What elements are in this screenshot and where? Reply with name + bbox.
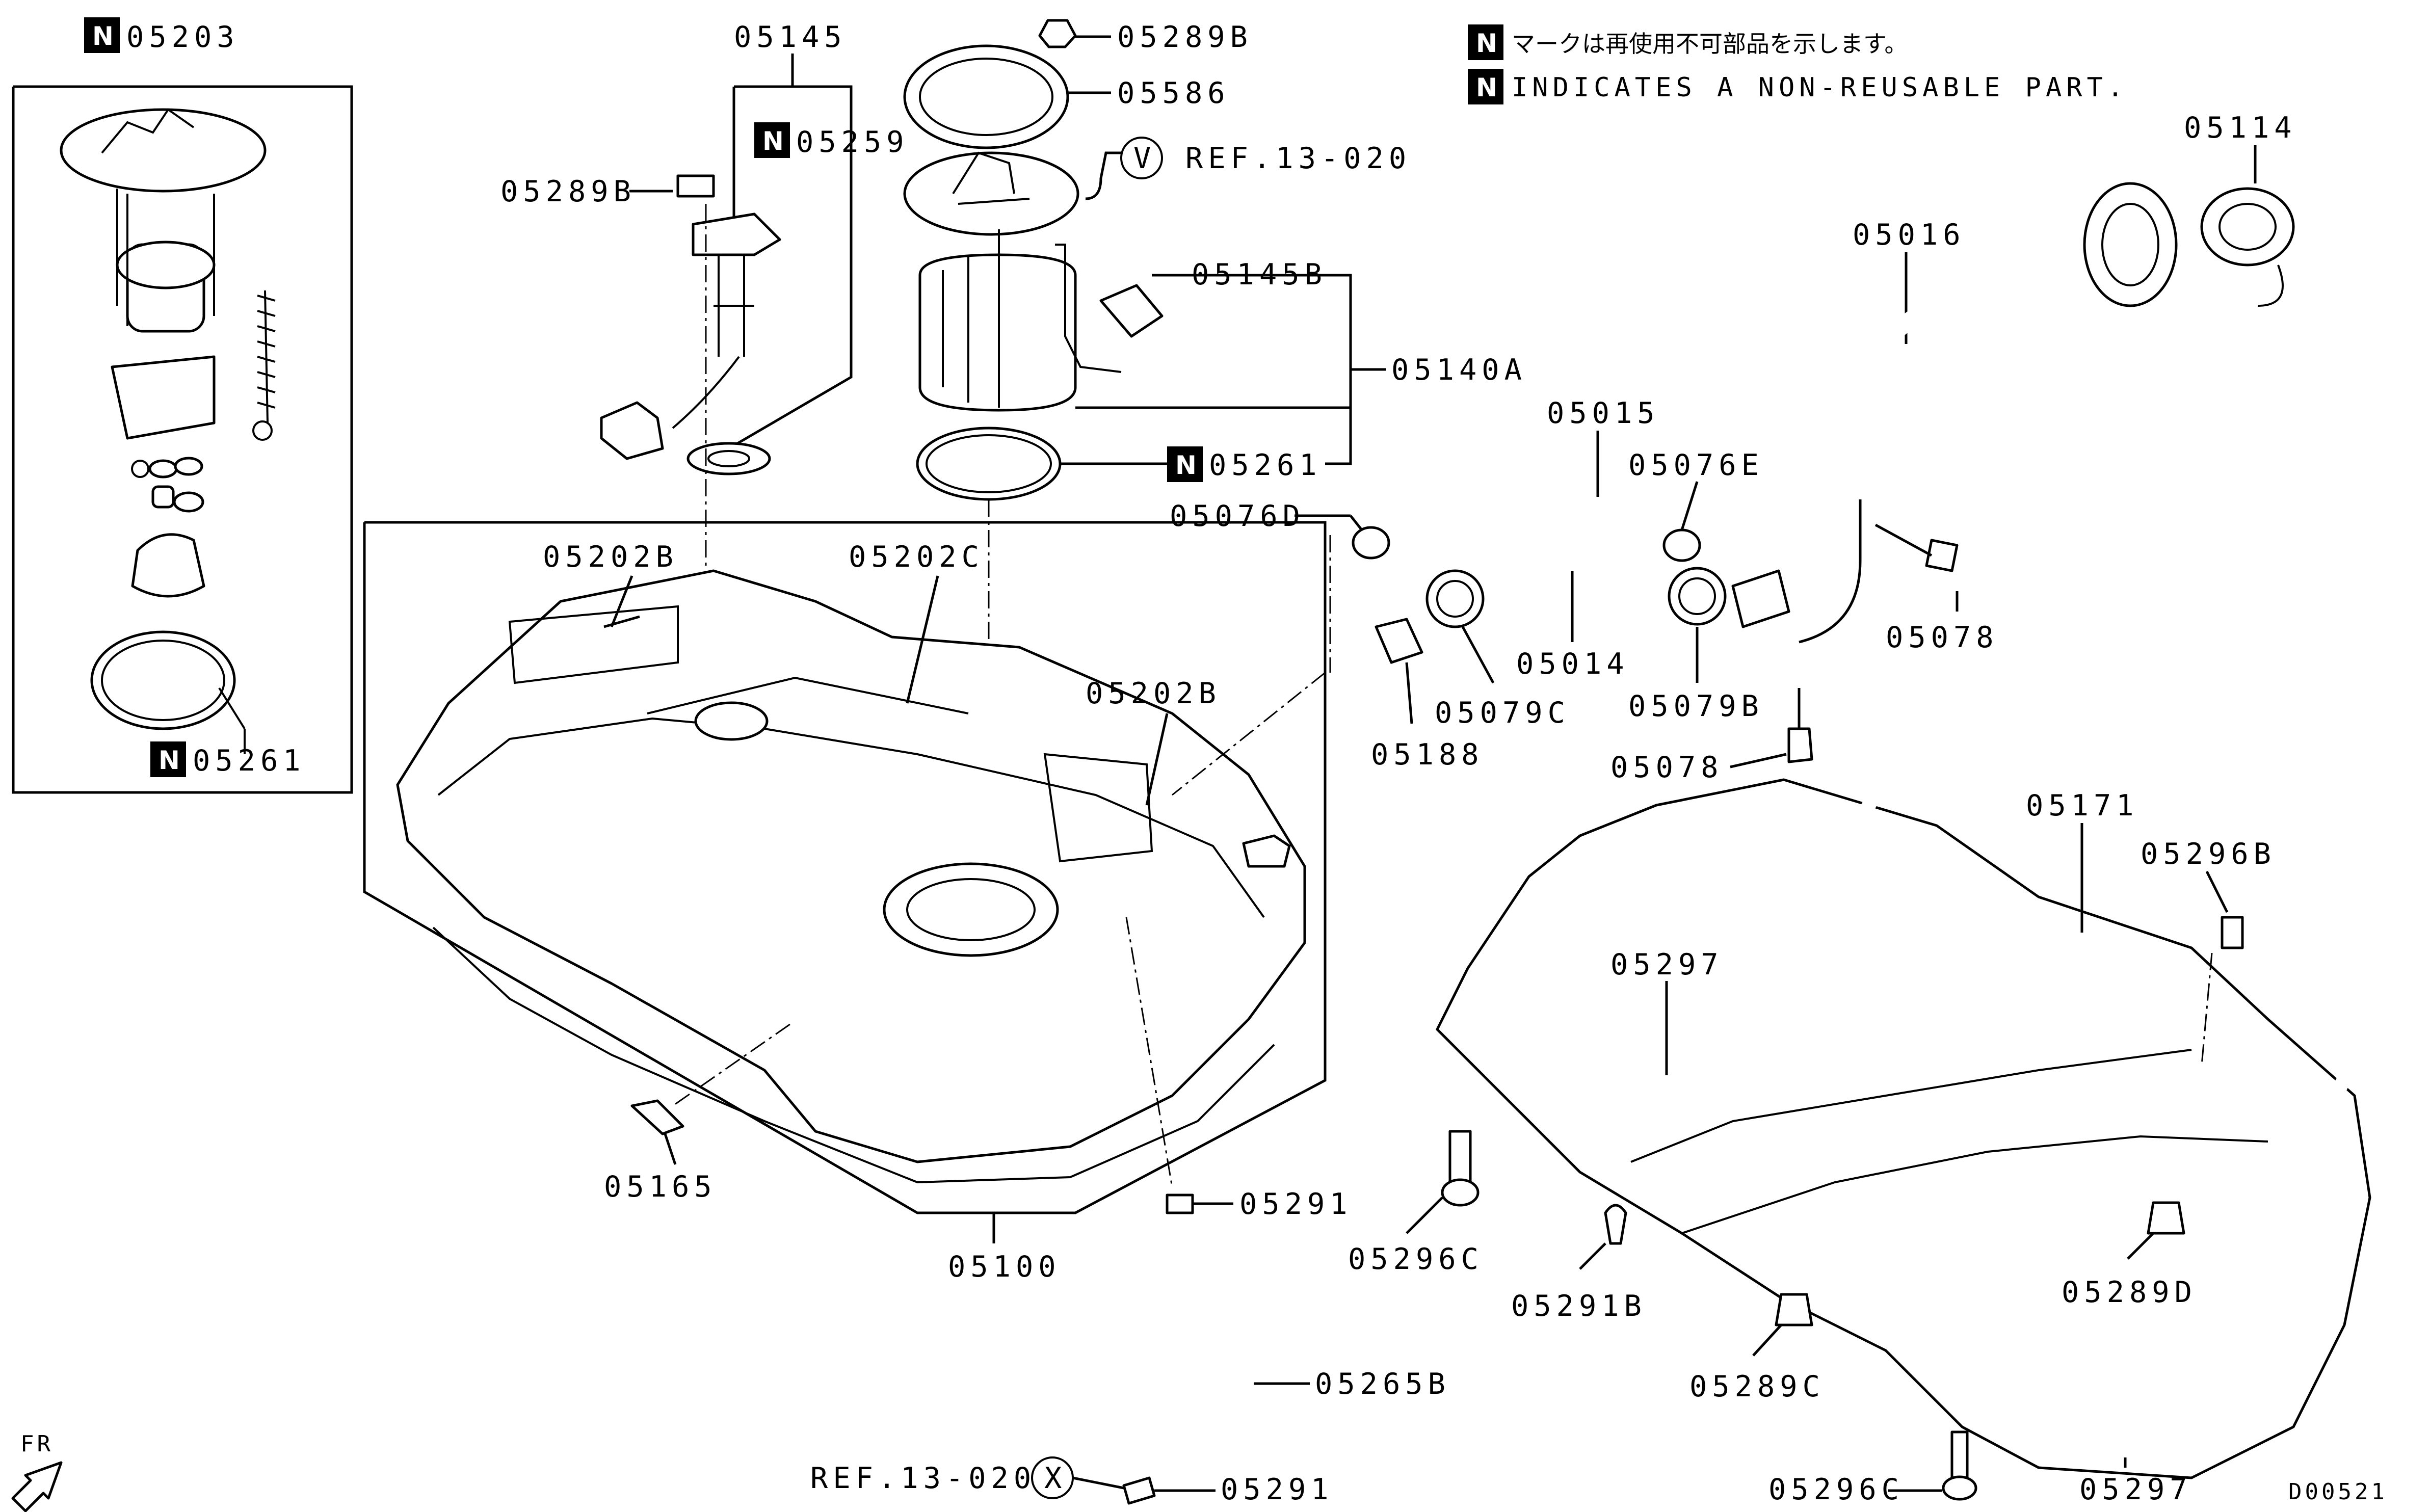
label-05259: 05259: [796, 125, 909, 159]
n-marker-icon: [150, 741, 186, 777]
label-05261-mid: 05261: [1209, 448, 1322, 482]
label-05165: 05165: [604, 1170, 717, 1204]
label-ref-x: REF.13-020: [810, 1462, 1036, 1495]
ref-x-circle: [1031, 1456, 1074, 1499]
part-lower-fasteners: 05296C 05291B 05289C 05289D 05296C: [1348, 1130, 2197, 1506]
label-05014: 05014: [1516, 647, 1629, 681]
label-05171: 05171: [2026, 789, 2139, 823]
ref-v-circle: [1120, 137, 1163, 179]
label-05296C-low: 05296C: [1768, 1473, 1904, 1506]
part-05145-sender: 05145 N 05259 05289B: [500, 20, 909, 713]
label-05289D: 05289D: [2062, 1276, 2197, 1309]
label-05261-left: 05261: [193, 744, 306, 778]
label-05015: 05015: [1547, 396, 1660, 430]
label-05265B: 05265B: [1315, 1367, 1450, 1401]
n-marker-letter: N: [1476, 73, 1497, 102]
label-05076D: 05076D: [1170, 499, 1305, 533]
label-ref-v: REF.13-020: [1185, 142, 1411, 175]
n-marker-letter: N: [762, 126, 784, 156]
label-05078-low: 05078: [1610, 751, 1724, 784]
label-05145: 05145: [734, 20, 847, 54]
label-05203: 05203: [126, 20, 240, 54]
part-05265B-hose: 05291 05265B 05291 X REF.13-020: [810, 917, 1450, 1506]
label-05100: 05100: [948, 1250, 1061, 1284]
part-05171-protector: 05171 05297 05297 05296B: [1436, 747, 2372, 1506]
note-english: INDICATES A NON-REUSABLE PART.: [1512, 72, 2128, 103]
label-05289B-top: 05289B: [1117, 20, 1253, 54]
label-05297-bottom: 05297: [2079, 1473, 2193, 1506]
label-05140A: 05140A: [1391, 353, 1527, 387]
label-05202B-right: 05202B: [1086, 677, 1221, 710]
n-marker-letter: N: [1476, 29, 1497, 58]
part-05140A-pump-assy: 05289B 05586 V REF.13-020 05145B 05140A …: [903, 19, 1527, 943]
n-marker-icon: [84, 17, 120, 53]
label-05296C-left: 05296C: [1348, 1242, 1484, 1276]
label-05079B: 05079B: [1628, 689, 1764, 723]
n-marker-icon: [1167, 446, 1203, 482]
label-05076E: 05076E: [1628, 448, 1764, 482]
label-05188: 05188: [1371, 738, 1484, 772]
label-05145B: 05145B: [1192, 258, 1327, 291]
ref-v-letter: V: [1133, 142, 1156, 175]
label-05296B: 05296B: [2141, 837, 2276, 871]
label-05289B-left: 05289B: [500, 175, 636, 208]
ref-x-letter: X: [1044, 1462, 1067, 1495]
label-05291-low: 05291: [1221, 1473, 1334, 1506]
label-05289C: 05289C: [1689, 1370, 1825, 1403]
label-05297-top: 05297: [1610, 948, 1724, 982]
n-marker-letter: N: [159, 746, 180, 775]
label-05016: 05016: [1853, 218, 1966, 252]
n-marker-icon: [1468, 69, 1503, 104]
label-05079C: 05079C: [1435, 696, 1570, 730]
drawing-id: D00521: [2288, 1479, 2388, 1505]
fr-label: FR: [20, 1431, 54, 1457]
label-05202C: 05202C: [849, 540, 984, 574]
n-marker-icon: [754, 122, 790, 158]
note-japanese: マークは再使用不可部品を示します。: [1512, 30, 1908, 58]
n-marker-letter: N: [92, 21, 114, 51]
label-05291-mid: 05291: [1239, 1187, 1353, 1221]
label-05291B: 05291B: [1511, 1289, 1647, 1323]
fr-arrow-icon: [11, 1461, 63, 1512]
label-05202B-left: 05202B: [543, 540, 678, 574]
part-05100-fuel-tank: 05202B 05202C 05202B 05165 05100: [363, 521, 1331, 1284]
label-05114: 05114: [2184, 111, 2297, 145]
label-05078-right: 05078: [1886, 621, 1999, 654]
non-reusable-note: N マークは再使用不可部品を示します。 N INDICATES A NON-RE…: [1468, 24, 2128, 104]
part-hoses-clamps: 05015 05076E 05076D 05014 05079C 05079B …: [1170, 396, 1764, 772]
n-marker-icon: [1468, 24, 1503, 60]
n-marker-letter: N: [1175, 450, 1197, 480]
inset-05203: N 05203 N 05261: [12, 17, 353, 794]
label-05586: 05586: [1117, 76, 1230, 110]
front-direction-indicator: FR: [11, 1431, 63, 1512]
part-05016-filler-neck: 05016 05114 05078 05078: [1610, 111, 2297, 784]
